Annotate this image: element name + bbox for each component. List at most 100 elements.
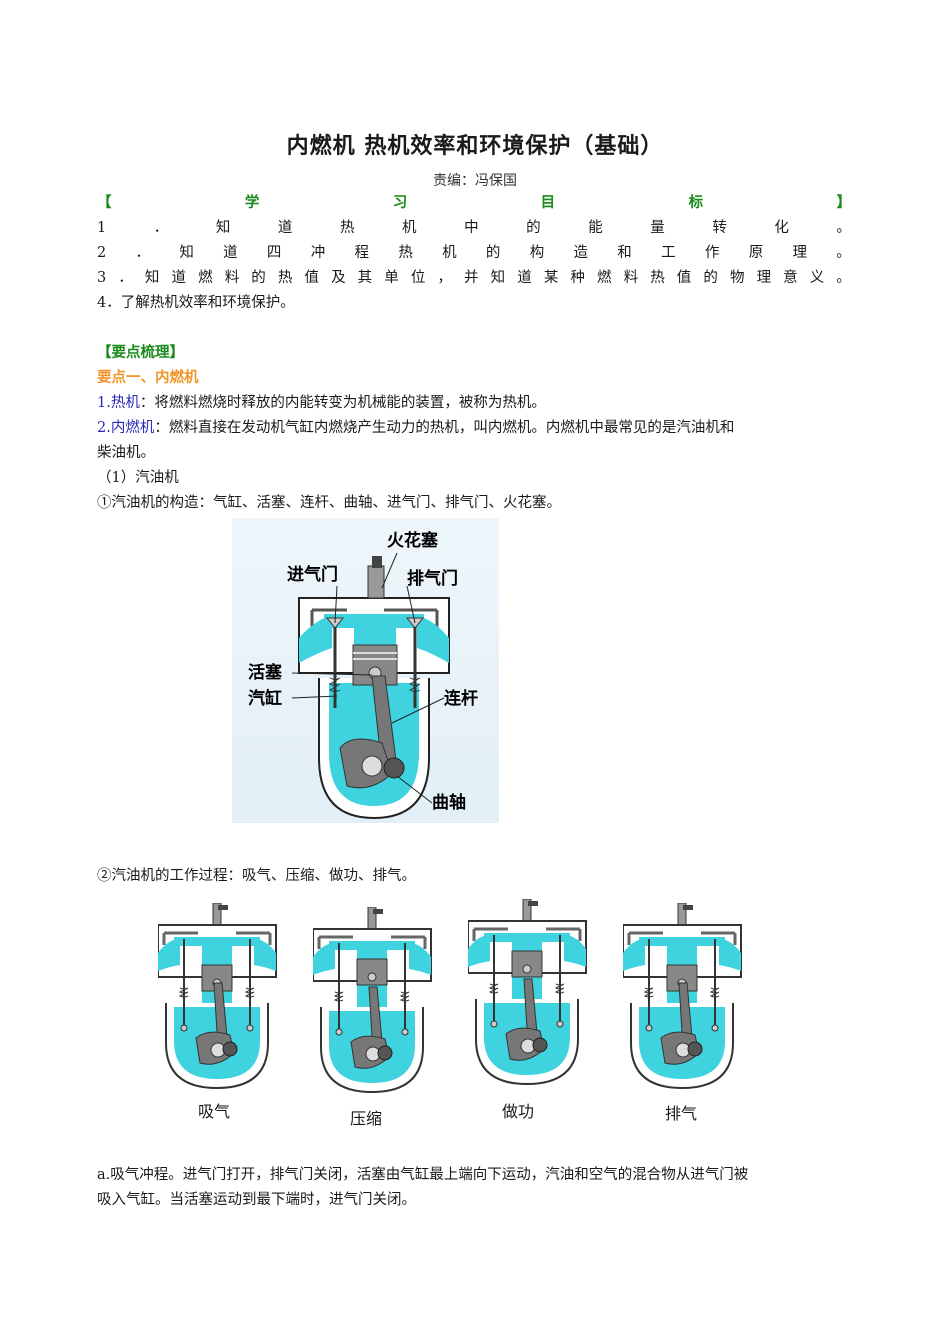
char: 能 [588, 220, 603, 236]
char: 原 [748, 245, 764, 261]
goal-item-3: 3．知道燃料的热值及其单位，并知道某种燃料热值的物理意义。 [97, 268, 851, 288]
stroke-diagram-intake [157, 902, 288, 1097]
label-connecting-rod: 连杆 [444, 688, 478, 709]
char: 某 [543, 270, 559, 286]
char: 料 [623, 270, 639, 286]
label-exhaust-valve: 排气门 [407, 568, 458, 589]
char: 2 [97, 245, 107, 261]
char: 冲 [310, 245, 326, 261]
char: 标 [688, 195, 704, 211]
char: 值 [304, 270, 319, 286]
char: 1 [97, 220, 107, 236]
term-heat-engine: 1.热机 [97, 395, 140, 411]
label-spark-plug: 火花塞 [387, 530, 439, 551]
char: 习 [392, 195, 408, 211]
char: 热 [339, 220, 355, 236]
structure-text: ①汽油机的构造：气缸、活塞、连杆、曲轴、进气门、排气门、火花塞。 [97, 495, 561, 511]
char: 其 [357, 270, 373, 286]
char: 位 [410, 270, 426, 286]
learning-goals-heading: 【 学 习 目 标 】 [97, 193, 851, 213]
section-1-title: 要点一、内燃机 [97, 370, 199, 386]
char: 的 [703, 270, 718, 286]
char: 理 [756, 270, 772, 286]
goal-item-1: 1 ． 知 道 热 机 中 的 能 量 转 化 。 [97, 218, 851, 238]
page-title: 内燃机 热机效率和环境保护（基础） [286, 134, 664, 159]
char: ． [135, 245, 151, 261]
stroke-label-intake: 吸气 [198, 1102, 231, 1121]
char: 3 [97, 270, 107, 286]
char: 意 [783, 270, 798, 286]
stroke-label-compression: 压缩 [350, 1109, 383, 1128]
paragraph-ice-cont: 柴油机。 [97, 445, 155, 461]
label-crankshaft: 曲轴 [432, 792, 466, 813]
stroke-diagram-compression [312, 906, 443, 1101]
char: 单 [384, 270, 399, 286]
char: 四 [266, 245, 282, 261]
char: 燃 [198, 270, 213, 286]
char: 理 [792, 245, 807, 261]
char: 工 [661, 245, 676, 261]
char: 道 [517, 270, 532, 286]
stroke-label-power: 做功 [502, 1102, 535, 1121]
char: 并 [464, 270, 479, 286]
char: 机 [442, 245, 457, 261]
char: 料 [224, 270, 240, 286]
char: 。 [836, 245, 851, 261]
char: 机 [402, 220, 417, 236]
char: 热 [650, 270, 665, 286]
four-stroke-diagram: 吸气 压缩 [150, 895, 750, 1130]
char: 热 [398, 245, 413, 261]
definition-ice: ：燃料直接在发动机气缸内燃烧产生动力的热机，叫内燃机。内燃机中最常见的是汽油机和 [154, 420, 735, 436]
char: 和 [617, 245, 632, 261]
stroke-diagram-exhaust [622, 902, 753, 1097]
char: ． [118, 270, 133, 286]
char: 道 [277, 220, 293, 236]
char: 量 [650, 220, 665, 236]
char: 知 [490, 270, 506, 286]
goal-item-2: 2．知道四冲程热机的构造和工作原理。 [97, 243, 851, 263]
char: 转 [712, 220, 727, 236]
working-process-text: ②汽油机的工作过程：吸气、压缩、做功、排气。 [97, 868, 416, 884]
char: 道 [223, 245, 238, 261]
char: 化 [774, 220, 789, 236]
key-points-heading: 【要点梳理】 [97, 345, 184, 361]
char: 知 [144, 270, 160, 286]
char: ． [153, 220, 169, 236]
char: ， [437, 270, 452, 286]
char: 的 [526, 220, 541, 236]
char: 目 [540, 195, 556, 211]
char: 。 [836, 270, 851, 286]
label-piston: 活塞 [248, 662, 283, 683]
stroke-diagram-power [467, 898, 598, 1093]
intake-stroke-text-1: a.吸气冲程。进气门打开，排气门关闭，活塞由气缸最上端向下运动，汽油和空气的混合… [97, 1167, 749, 1183]
char: 知 [215, 220, 231, 236]
editor-credit: 责编：冯保国 [433, 173, 517, 189]
goal-item-4: 4．了解热机效率和环境保护。 [97, 295, 295, 311]
char: 的 [485, 245, 501, 261]
definition-heat-engine: ：将燃料燃烧时释放的内能转变为机械能的装置，被称为热机。 [139, 395, 546, 411]
paragraph-heat-engine: 1.热机：将燃料燃烧时释放的内能转变为机械能的装置，被称为热机。 [97, 393, 851, 413]
char: 。 [836, 220, 851, 236]
label-cylinder: 汽缸 [248, 688, 282, 709]
stroke-label-exhaust: 排气 [665, 1104, 698, 1123]
char: 及 [331, 270, 346, 286]
char: 燃 [597, 270, 612, 286]
label-intake-valve: 进气门 [287, 564, 338, 585]
term-internal-combustion-engine: 2.内燃机 [97, 420, 155, 436]
char: 的 [251, 270, 266, 286]
char: 种 [570, 270, 585, 286]
char: 造 [573, 245, 589, 261]
char: 程 [354, 245, 370, 261]
char: 热 [277, 270, 293, 286]
char: 中 [464, 220, 479, 236]
engine-structure-diagram: 火花塞 进气门 排气门 活塞 汽缸 连杆 曲轴 [232, 518, 499, 823]
char: 】 [836, 195, 851, 211]
char: 学 [244, 195, 260, 211]
char: 道 [171, 270, 187, 286]
char: 【 [97, 195, 112, 211]
char: 义 [809, 270, 825, 286]
char: 构 [529, 245, 545, 261]
char: 值 [676, 270, 692, 286]
char: 知 [179, 245, 194, 261]
